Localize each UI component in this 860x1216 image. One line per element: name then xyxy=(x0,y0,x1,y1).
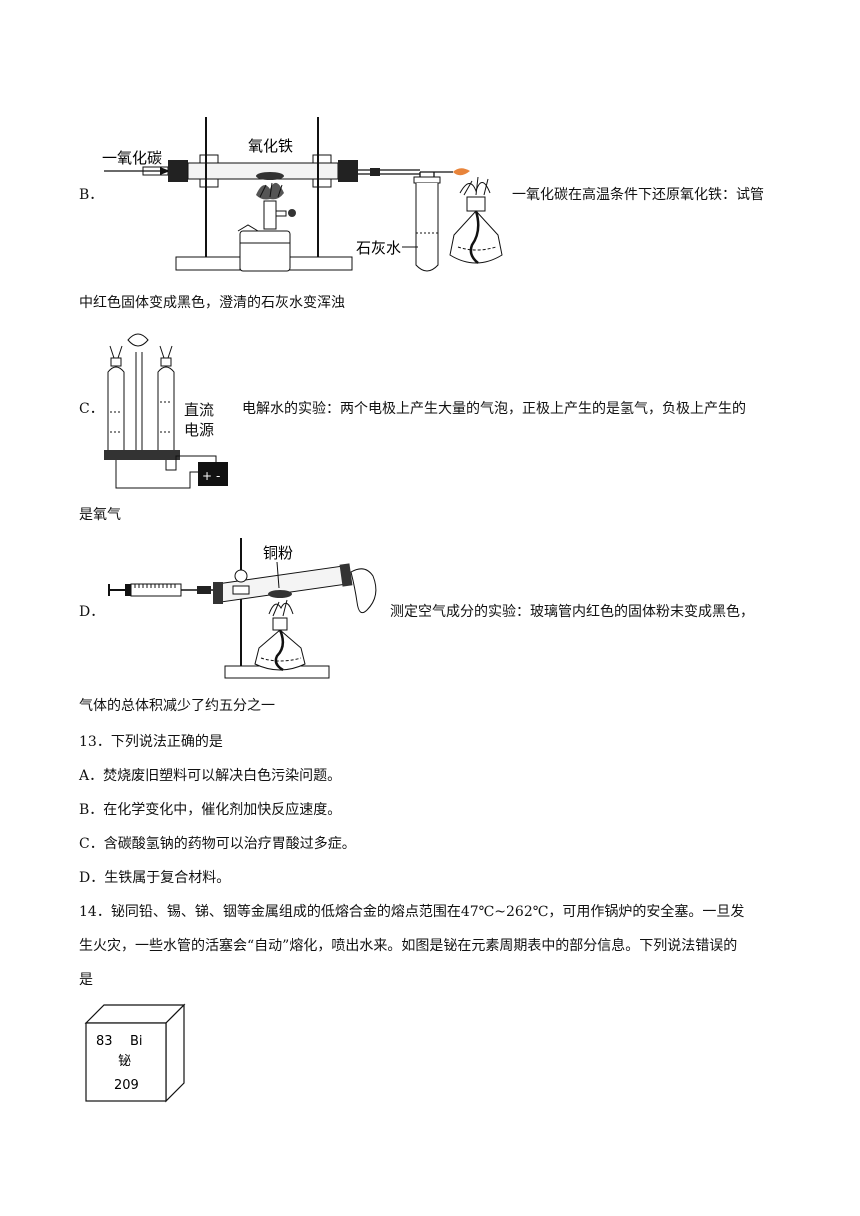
option-d-text-line2: 气体的总体积减少了约五分之一 xyxy=(79,698,275,714)
label-dc-power-2: 电源 xyxy=(184,421,215,439)
option-c-letter: C． xyxy=(79,401,104,417)
option-b-text-line1: 一氧化碳在高温条件下还原氧化铁：试管 xyxy=(512,187,764,203)
option-b-text-line2: 中红色固体变成黑色，澄清的石灰水变浑浊 xyxy=(79,295,345,311)
label-limewater: 石灰水 xyxy=(356,239,401,257)
co-reduction-apparatus: 一氧化碳 氧化铁 石灰水 xyxy=(102,117,503,272)
question-14-stem-line3: 是 xyxy=(79,972,93,988)
question-13-option-d: D．生铁属于复合材料。 xyxy=(79,870,231,886)
question-13-option-a: A．焚烧废旧塑料可以解决白色污染问题。 xyxy=(79,768,342,784)
element-symbol: Bi xyxy=(130,1034,143,1049)
option-c-text-line2: 是氧气 xyxy=(79,507,121,523)
question-13-stem: 13．下列说法正确的是 xyxy=(79,734,223,750)
element-atomic-number: 83 xyxy=(96,1034,113,1049)
svg-text:-: - xyxy=(216,469,220,483)
svg-text:+: + xyxy=(202,469,212,483)
question-14-stem-line1: 14．铋同铅、锡、锑、铟等金属组成的低熔合金的熔点范围在47℃~262℃，可用作… xyxy=(79,904,745,920)
label-iron-oxide: 氧化铁 xyxy=(248,137,293,155)
label-copper-powder: 铜粉 xyxy=(263,544,293,562)
element-atomic-mass: 209 xyxy=(114,1078,139,1093)
question-14-stem-line2: 生火灾，一些水管的活塞会“自动”熔化，喷出水来。如图是铋在元素周期表中的部分信息… xyxy=(79,938,738,954)
air-composition-apparatus: 铜粉 xyxy=(108,538,377,679)
label-carbon-monoxide: 一氧化碳 xyxy=(102,149,162,167)
option-b-letter: B． xyxy=(79,187,104,203)
water-electrolysis-apparatus: + - xyxy=(104,333,228,489)
option-d-letter: D． xyxy=(79,604,105,620)
bismuth-element-tile: 83 Bi 铋 209 xyxy=(84,1003,186,1103)
element-name: 铋 xyxy=(118,1054,131,1069)
option-c-text-line1: 电解水的实验：两个电极上产生大量的气泡，正极上产生的是氢气，负极上产生的 xyxy=(242,401,746,417)
option-d-text-line1: 测定空气成分的实验：玻璃管内红色的固体粉末变成黑色， xyxy=(390,604,754,620)
question-13-option-c: C．含碳酸氢钠的药物可以治疗胃酸过多症。 xyxy=(79,836,356,852)
question-13-option-b: B．在化学变化中，催化剂加快反应速度。 xyxy=(79,802,342,818)
label-dc-power-1: 直流 xyxy=(184,401,215,419)
